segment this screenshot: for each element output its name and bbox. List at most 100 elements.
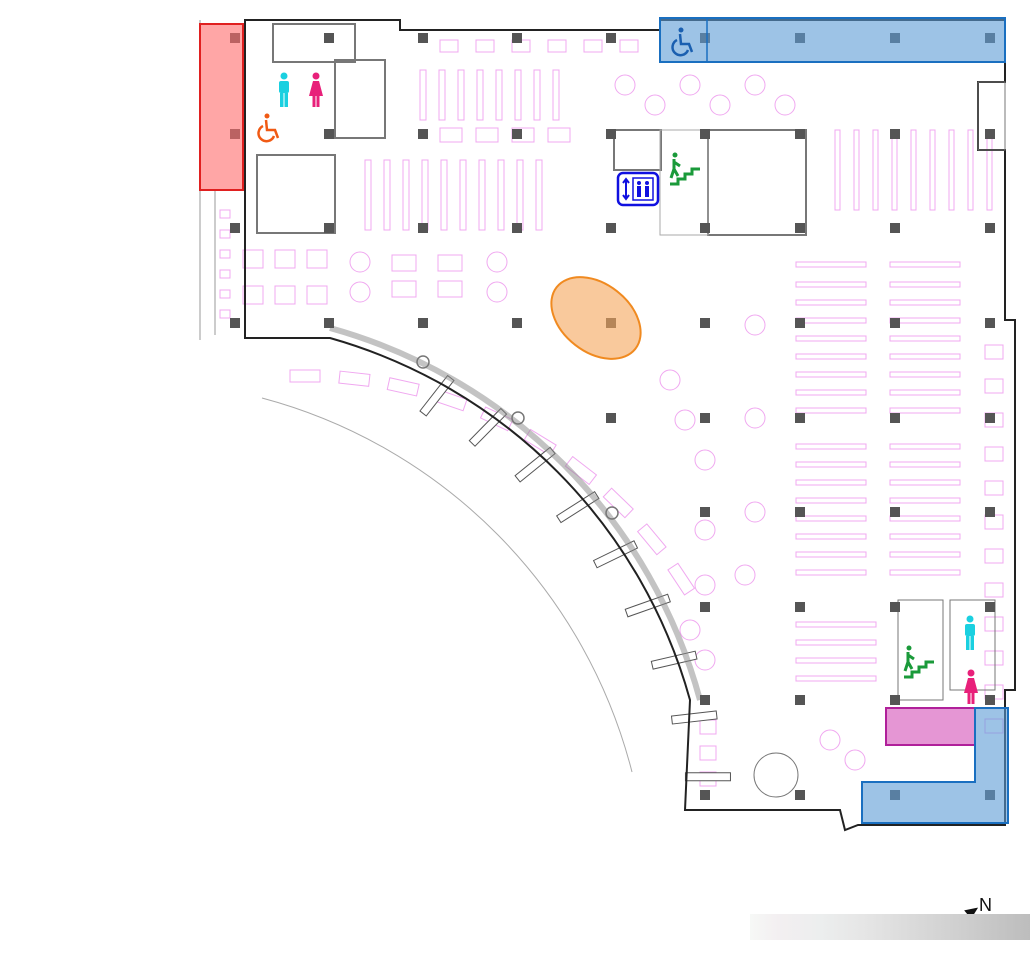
column: [985, 318, 995, 328]
chair: [219, 269, 231, 279]
zone-red[interactable]: [199, 23, 244, 191]
round-table: [709, 94, 731, 116]
round-table: [679, 74, 701, 96]
column: [700, 507, 710, 517]
round-table: [659, 369, 681, 391]
round-table: [349, 281, 371, 303]
stairs-icon[interactable]: [903, 645, 934, 679]
table: [984, 344, 1004, 360]
chair: [219, 309, 231, 319]
bookshelf: [834, 129, 841, 211]
bookshelf: [364, 159, 372, 231]
column: [324, 223, 334, 233]
round-table: [694, 449, 716, 471]
study-desk: [386, 377, 420, 397]
zone-magenta[interactable]: [885, 707, 976, 746]
bookshelf: [967, 129, 974, 211]
bookshelf: [889, 261, 961, 268]
stairs-icon[interactable]: [669, 152, 700, 186]
bookshelf: [986, 129, 993, 211]
column: [795, 507, 805, 517]
bookshelf: [795, 479, 867, 486]
bookshelf: [889, 371, 961, 378]
column: [700, 413, 710, 423]
bookshelf: [795, 335, 867, 342]
column: [324, 318, 334, 328]
column: [795, 695, 805, 705]
exterior-bay: [555, 490, 600, 524]
table: [391, 254, 417, 272]
column: [985, 602, 995, 612]
column: [418, 223, 428, 233]
column: [890, 129, 900, 139]
table: [984, 378, 1004, 394]
column: [795, 318, 805, 328]
round-table: [819, 729, 841, 751]
table: [619, 39, 639, 53]
zone-blue-top[interactable]: [659, 17, 1006, 63]
column: [890, 318, 900, 328]
column: [795, 129, 805, 139]
round-table: [844, 749, 866, 771]
table: [242, 285, 264, 305]
column: [985, 507, 995, 517]
table: [984, 616, 1004, 632]
bookshelf: [795, 515, 867, 522]
column: [890, 507, 900, 517]
column: [700, 790, 710, 800]
bookshelf: [795, 497, 867, 504]
chair: [219, 249, 231, 259]
column: [606, 413, 616, 423]
column: [795, 413, 805, 423]
bookshelf: [795, 407, 867, 414]
elevator-icon[interactable]: [616, 171, 660, 207]
round-table: [644, 94, 666, 116]
study-desk: [338, 370, 371, 387]
table: [242, 249, 264, 269]
column: [700, 223, 710, 233]
round-table: [744, 501, 766, 523]
exterior-bay: [684, 772, 731, 782]
zone-blue-bottom[interactable]: [861, 707, 1009, 824]
bookshelf: [795, 317, 867, 324]
column: [700, 129, 710, 139]
wheelchair-icon[interactable]: [257, 113, 280, 143]
column: [606, 223, 616, 233]
bookshelf: [872, 129, 879, 211]
column: [324, 129, 334, 139]
outer-arc-line: [261, 397, 633, 773]
study-desk: [289, 369, 321, 383]
round-table: [694, 574, 716, 596]
bookshelf: [478, 159, 486, 231]
table: [984, 582, 1004, 598]
wheelchair-icon[interactable]: [671, 27, 694, 57]
column: [890, 413, 900, 423]
bookshelf: [853, 129, 860, 211]
column: [700, 695, 710, 705]
column: [795, 790, 805, 800]
bookshelf: [889, 299, 961, 306]
bookshelf: [459, 159, 467, 231]
chair: [219, 289, 231, 299]
curtain-wall: [329, 325, 703, 701]
column: [418, 318, 428, 328]
column: [985, 413, 995, 423]
table: [583, 39, 603, 53]
table: [475, 127, 499, 143]
female-restroom-icon[interactable]: [309, 72, 323, 108]
column: [890, 695, 900, 705]
bookshelf: [516, 159, 524, 231]
male-restroom-icon[interactable]: [279, 72, 289, 108]
bookshelf: [495, 69, 503, 121]
bookshelf: [795, 551, 867, 558]
bookshelf: [795, 621, 877, 628]
round-table: [486, 281, 508, 303]
zone-orange[interactable]: [536, 260, 657, 375]
male-restroom-icon[interactable]: [965, 615, 975, 651]
table: [699, 745, 717, 761]
bookshelf: [795, 261, 867, 268]
bookshelf: [889, 533, 961, 540]
column: [418, 129, 428, 139]
female-restroom-icon[interactable]: [964, 669, 978, 705]
